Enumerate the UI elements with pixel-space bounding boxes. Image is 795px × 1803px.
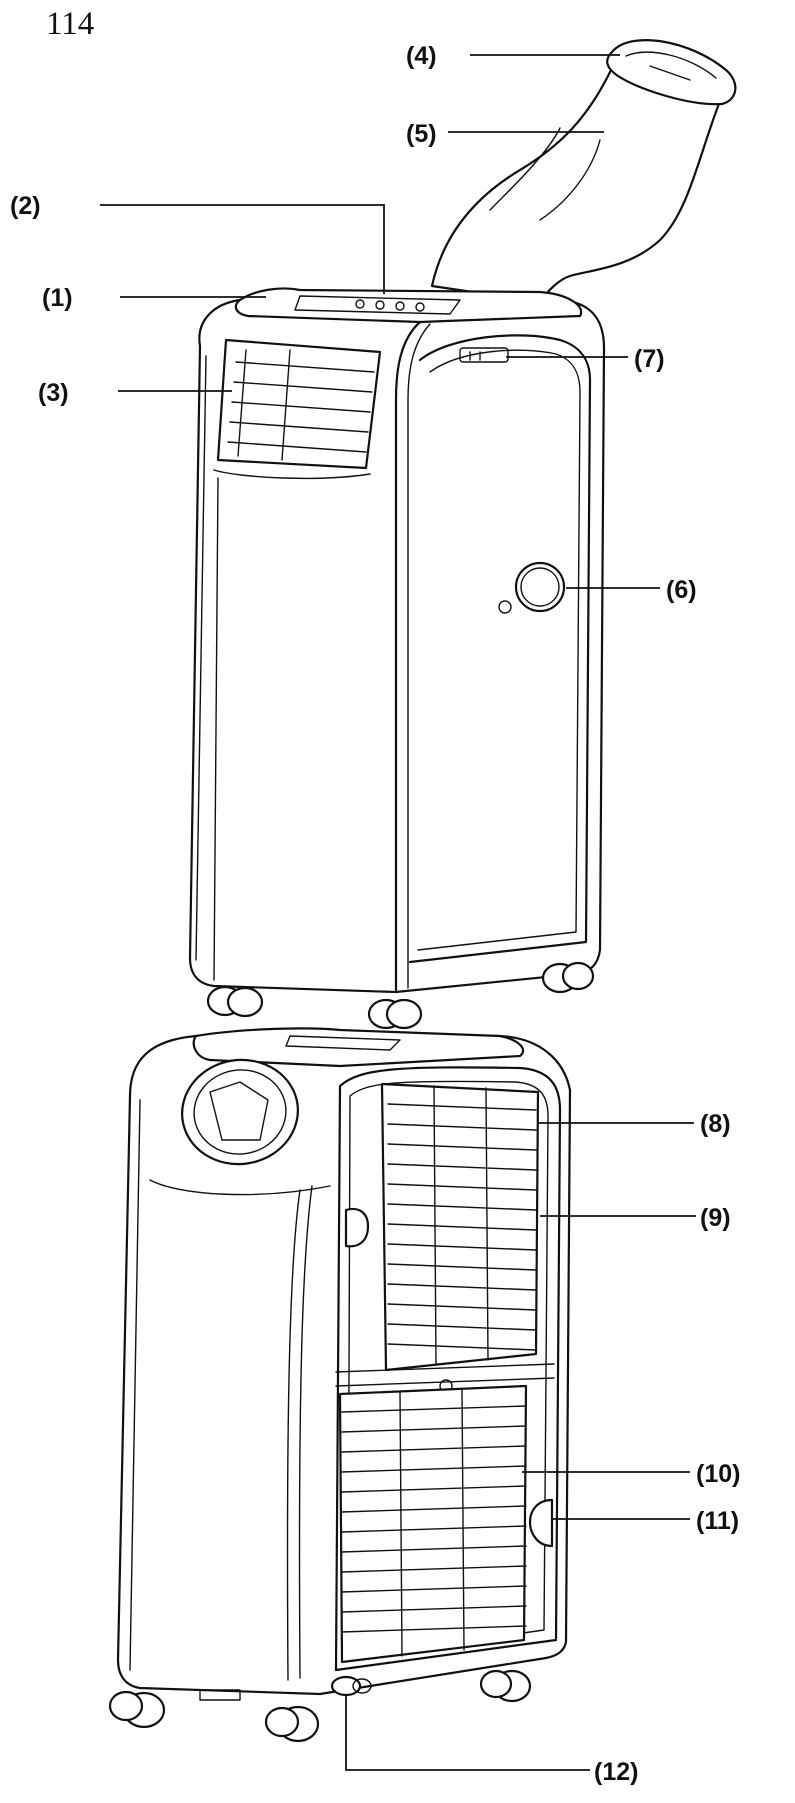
lower-air-filter-grille — [338, 1384, 528, 1664]
callout-3: (3) — [38, 379, 69, 407]
handle-slot — [459, 347, 509, 363]
exhaust-hose — [430, 66, 724, 304]
callout-5: (5) — [406, 120, 437, 148]
callout-11: (11) — [696, 1507, 739, 1535]
callout-10: (10) — [696, 1460, 740, 1488]
callout-12: (12) — [594, 1758, 638, 1786]
callout-7: (7) — [634, 345, 665, 373]
exhaust-opening — [181, 1058, 299, 1166]
control-panel — [294, 295, 461, 315]
front-casters — [206, 961, 595, 1030]
drain-outlet — [330, 1675, 372, 1697]
callout-8: (8) — [700, 1110, 731, 1138]
callout-6: (6) — [666, 576, 697, 604]
side-connector — [498, 561, 566, 614]
callout-9: (9) — [700, 1204, 731, 1232]
rear-casters — [108, 1669, 532, 1743]
page-number: 114 — [46, 6, 95, 42]
callout-4: (4) — [406, 42, 437, 70]
callout-2: (2) — [10, 192, 41, 220]
air-outlet-louvres — [216, 338, 382, 470]
leader-lines — [100, 54, 696, 1771]
callout-1: (1) — [42, 284, 73, 312]
front-view-unit — [188, 39, 737, 1030]
lower-handle — [528, 1498, 554, 1548]
callout-labels: (4) (5) (2) (1) (7) (3) (6) (8) (9) (10)… — [10, 42, 740, 1786]
rear-view-unit — [108, 1027, 572, 1743]
top-panel — [234, 287, 583, 324]
window-adapter — [606, 39, 737, 106]
upper-air-filter-grille — [380, 1082, 540, 1372]
upper-handle — [344, 1207, 370, 1248]
